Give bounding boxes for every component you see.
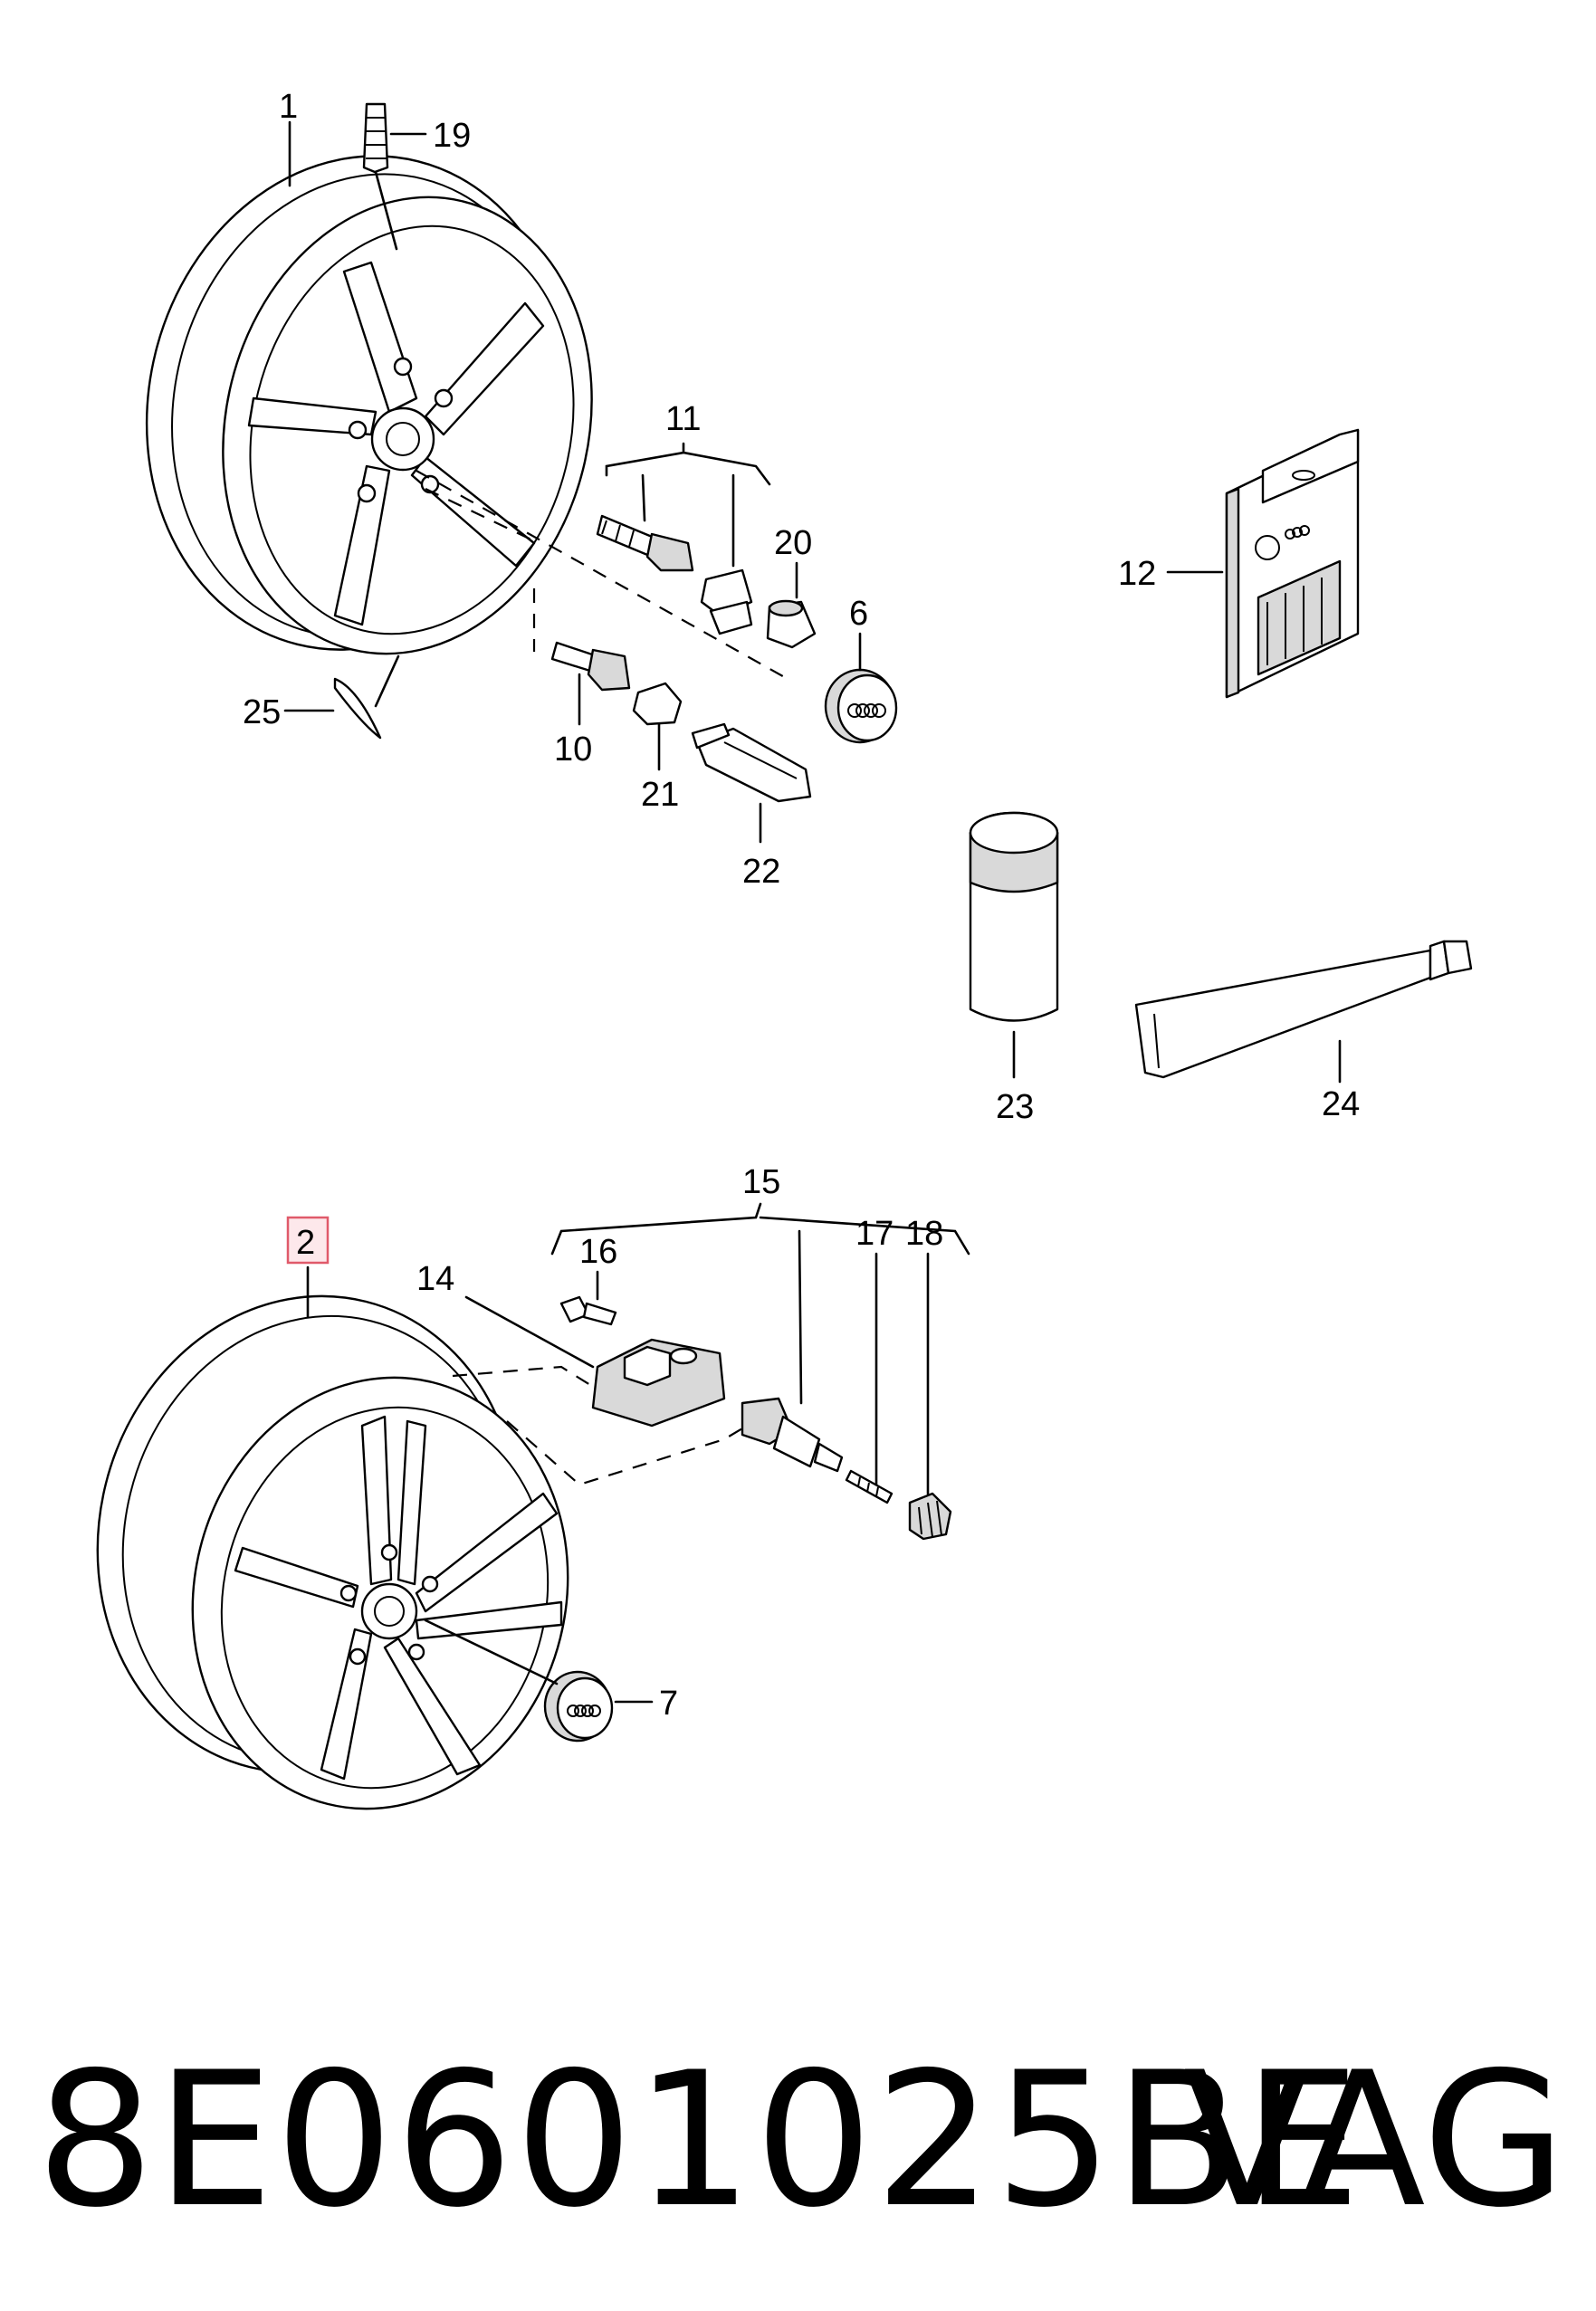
bolt-cap-20 [766,599,817,649]
callout-18: 18 [905,1215,943,1253]
nut-cap-21 [632,682,683,726]
hub-cap-6 [824,668,898,744]
callout-15: 15 [742,1163,780,1201]
callout-16: 16 [579,1233,617,1271]
callout-6: 6 [849,595,868,633]
valve-cap-18 [908,1492,952,1541]
valve-15 [741,1397,844,1473]
callout-24: 24 [1322,1085,1360,1123]
callout-11: 11 [665,400,701,438]
callout-20: 20 [774,524,812,562]
wheel-bolt-11 [596,514,694,572]
callout-10: 10 [554,731,592,769]
callout-23: 23 [996,1088,1034,1126]
wheel-bolt-10 [550,641,631,692]
balance-weight-25 [333,677,382,740]
part-number: 8E0601025BE [36,2033,1363,2249]
hub-cap-7 [543,1670,614,1743]
callout-2: 2 [296,1224,315,1262]
spray-can-23 [969,811,1059,1022]
footer: 8E0601025BE VAG [36,2028,1566,2254]
wheel-rim-2 [96,1294,569,1810]
paste-tube-24 [1134,940,1473,1079]
callout-12: 12 [1118,555,1156,593]
callout-25: 25 [243,693,281,731]
valve-insert-17 [845,1469,894,1504]
manufacturer: VAG [1183,2033,1566,2249]
callout-17: 17 [855,1215,894,1253]
screw-16 [559,1295,617,1326]
pressure-sensor-14 [591,1338,726,1428]
callout-1: 1 [279,88,298,126]
callout-21: 21 [641,776,679,814]
callout-19: 19 [433,117,471,155]
callout-22: 22 [742,853,780,891]
callout-14: 14 [416,1260,454,1298]
callout-7: 7 [659,1685,678,1723]
callout-2-highlight [286,1216,330,1265]
puller-tool-22 [691,722,812,803]
bolt-set-package-12 [1225,428,1360,699]
locking-bolt-11 [700,568,753,635]
wheel-rim-1 [145,155,593,655]
valve-stem-19 [362,102,398,251]
